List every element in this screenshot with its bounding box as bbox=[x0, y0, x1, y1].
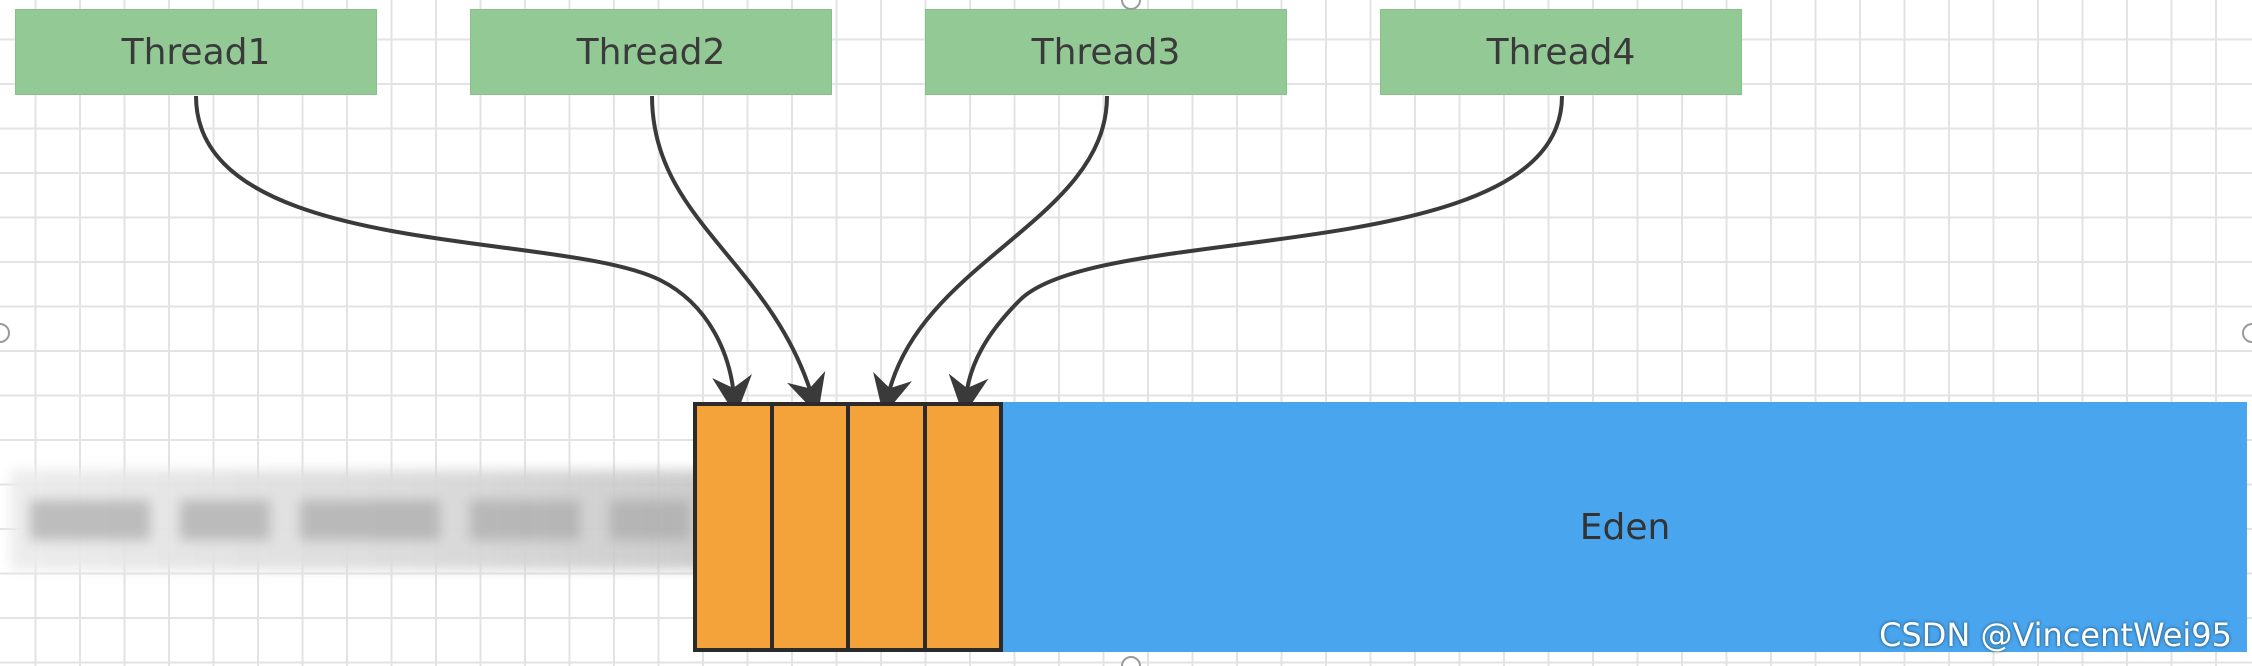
eden-label: Eden bbox=[1579, 506, 1671, 548]
thread-2-label: Thread2 bbox=[576, 31, 726, 73]
tlab-block[interactable] bbox=[693, 402, 1003, 652]
thread-3-box[interactable]: Thread3 bbox=[925, 9, 1287, 95]
arrow-thread2[interactable] bbox=[650, 95, 826, 416]
arrow-thread1[interactable] bbox=[194, 95, 752, 416]
thread-4-label: Thread4 bbox=[1486, 31, 1636, 73]
tlab-cell[interactable] bbox=[774, 406, 850, 648]
thread-3-label: Thread3 bbox=[1031, 31, 1181, 73]
resize-handle-right[interactable] bbox=[2242, 323, 2252, 343]
arrow-thread3[interactable] bbox=[873, 95, 1109, 416]
tlab-cell[interactable] bbox=[927, 406, 1000, 648]
arrow-thread4[interactable] bbox=[948, 95, 1564, 416]
watermark: CSDN @VincentWei95 bbox=[1879, 616, 2232, 654]
tlab-cell[interactable] bbox=[850, 406, 927, 648]
blurred-region bbox=[10, 470, 770, 570]
thread-1-label: Thread1 bbox=[121, 31, 271, 73]
eden-region[interactable]: Eden bbox=[1003, 402, 2247, 652]
thread-2-box[interactable]: Thread2 bbox=[470, 9, 832, 95]
tlab-cell[interactable] bbox=[697, 406, 774, 648]
resize-handle-bottom[interactable] bbox=[1121, 656, 1141, 666]
thread-1-box[interactable]: Thread1 bbox=[15, 9, 377, 95]
thread-4-box[interactable]: Thread4 bbox=[1380, 9, 1742, 95]
